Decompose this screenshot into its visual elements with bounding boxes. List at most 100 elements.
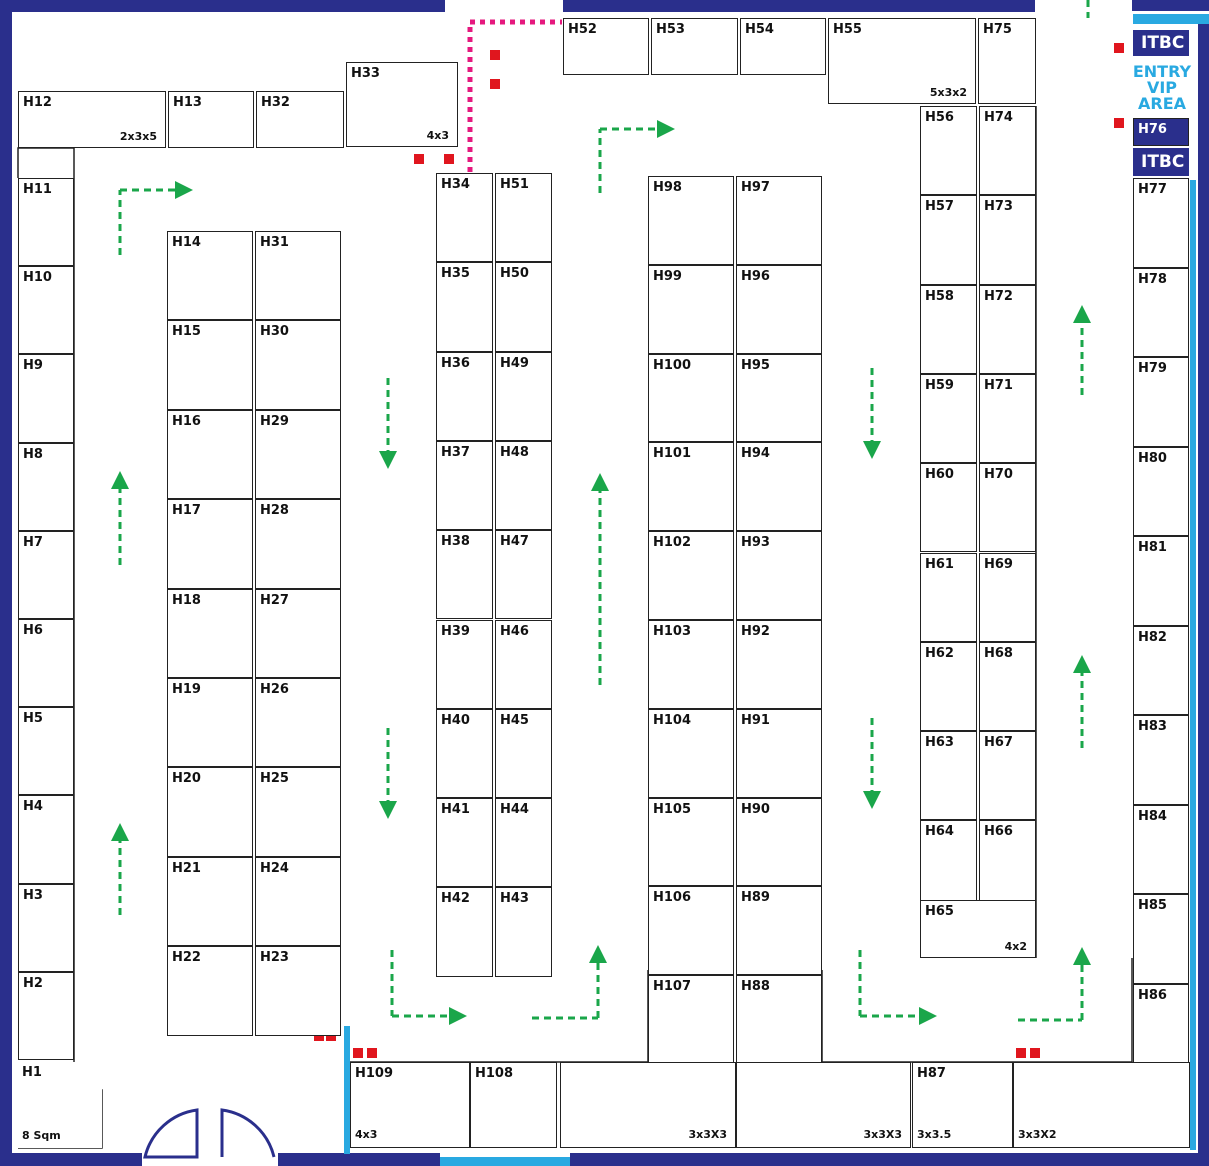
booth-h98[interactable]: H98 — [648, 176, 734, 265]
booth-h92[interactable]: H92 — [736, 620, 822, 709]
booth-h10[interactable]: H10 — [18, 266, 74, 355]
booth-h99[interactable]: H99 — [648, 264, 734, 354]
booth-h38[interactable]: H38 — [436, 530, 493, 620]
booth-h7[interactable]: H7 — [18, 530, 74, 619]
booth-h60[interactable]: H60 — [920, 463, 977, 553]
booth-h21[interactable]: H21 — [167, 856, 253, 947]
booth-h54[interactable]: H54 — [740, 18, 826, 75]
booth-h53[interactable]: H53 — [651, 18, 738, 75]
booth-h62[interactable]: H62 — [920, 641, 977, 732]
booth-h29[interactable]: H29 — [255, 409, 341, 500]
booth-h13[interactable]: H13 — [168, 91, 254, 148]
booth-h20[interactable]: H20 — [167, 767, 253, 857]
booth-h77[interactable]: H77 — [1133, 178, 1189, 268]
booth-h85[interactable]: H85 — [1133, 894, 1189, 984]
booth-h48[interactable]: H48 — [495, 440, 552, 531]
booth-h42[interactable]: H42 — [436, 887, 493, 977]
booth-h75[interactable]: H75 — [978, 18, 1036, 104]
booth-h74[interactable]: H74 — [979, 106, 1036, 196]
booth-h94[interactable]: H94 — [736, 442, 822, 532]
booth-h101[interactable]: H101 — [648, 442, 734, 532]
booth-h86[interactable]: H86 — [1133, 983, 1189, 1073]
booth-h40[interactable]: H40 — [436, 708, 493, 799]
booth-h69[interactable]: H69 — [979, 552, 1036, 642]
booth-h39[interactable]: H39 — [436, 619, 493, 709]
booth-h5[interactable]: H5 — [18, 707, 74, 796]
booth-h41[interactable]: H41 — [436, 798, 493, 888]
booth-h37[interactable]: H37 — [436, 440, 493, 531]
booth-h57[interactable]: H57 — [920, 195, 977, 285]
booth-h27[interactable]: H27 — [255, 588, 341, 678]
booth-h16[interactable]: H16 — [167, 409, 253, 500]
booth-h81[interactable]: H81 — [1133, 536, 1189, 626]
booth-h56[interactable]: H56 — [920, 106, 977, 196]
booth-h50[interactable]: H50 — [495, 262, 552, 352]
booth-h19[interactable]: H19 — [167, 678, 253, 768]
booth-h84[interactable]: H84 — [1133, 804, 1189, 894]
booth-h66[interactable]: H66 — [979, 820, 1036, 910]
booth-h52[interactable]: H52 — [563, 18, 649, 75]
booth-h15[interactable]: H15 — [167, 320, 253, 410]
booth-h67[interactable]: H67 — [979, 731, 1036, 821]
booth-h107[interactable]: H107 — [648, 975, 734, 1064]
booth-h14[interactable]: H14 — [167, 231, 253, 321]
booth-h46[interactable]: H46 — [495, 619, 552, 709]
booth-h25[interactable]: H25 — [255, 767, 341, 857]
booth-h17[interactable]: H17 — [167, 499, 253, 589]
booth-h76[interactable]: H76 — [1133, 118, 1189, 146]
booth-h2[interactable]: H2 — [18, 971, 74, 1060]
booth-h22[interactable]: H22 — [167, 946, 253, 1036]
booth-h23[interactable]: H23 — [255, 946, 341, 1036]
booth-h26[interactable]: H26 — [255, 678, 341, 768]
booth-h24[interactable]: H24 — [255, 856, 341, 947]
booth-h72[interactable]: H72 — [979, 284, 1036, 374]
booth-h36[interactable]: H36 — [436, 351, 493, 441]
booth-h32[interactable]: H32 — [256, 91, 344, 148]
booth-h103[interactable]: H103 — [648, 620, 734, 709]
booth-h79[interactable]: H79 — [1133, 357, 1189, 447]
booth-h93[interactable]: H93 — [736, 531, 822, 620]
booth-h91[interactable]: H91 — [736, 708, 822, 798]
booth-h78[interactable]: H78 — [1133, 267, 1189, 357]
booth-h88[interactable]: H88 — [736, 975, 822, 1064]
booth-h58[interactable]: H58 — [920, 284, 977, 374]
booth-h35[interactable]: H35 — [436, 262, 493, 352]
booth-h47[interactable]: H47 — [495, 530, 552, 620]
booth-h90[interactable]: H90 — [736, 797, 822, 887]
booth-h59[interactable]: H59 — [920, 373, 977, 464]
booth-h31[interactable]: H31 — [255, 231, 341, 321]
booth-h51[interactable]: H51 — [495, 173, 552, 263]
booth-h6[interactable]: H6 — [18, 619, 74, 708]
booth-h80[interactable]: H80 — [1133, 446, 1189, 536]
booth-h64[interactable]: H64 — [920, 820, 977, 910]
booth-h106[interactable]: H106 — [648, 886, 734, 976]
booth-h89[interactable]: H89 — [736, 886, 822, 976]
booth-h82[interactable]: H82 — [1133, 625, 1189, 715]
booth-h102[interactable]: H102 — [648, 531, 734, 620]
booth-h96[interactable]: H96 — [736, 264, 822, 354]
booth-h97[interactable]: H97 — [736, 176, 822, 265]
booth-h44[interactable]: H44 — [495, 798, 552, 888]
booth-h95[interactable]: H95 — [736, 353, 822, 443]
booth-h3[interactable]: H3 — [18, 883, 74, 972]
booth-h43[interactable]: H43 — [495, 887, 552, 977]
booth-h30[interactable]: H30 — [255, 320, 341, 410]
booth-h70[interactable]: H70 — [979, 463, 1036, 553]
booth-h68[interactable]: H68 — [979, 641, 1036, 732]
booth-h49[interactable]: H49 — [495, 351, 552, 441]
booth-h18[interactable]: H18 — [167, 588, 253, 678]
booth-h8[interactable]: H8 — [18, 442, 74, 531]
booth-h104[interactable]: H104 — [648, 708, 734, 798]
booth-h100[interactable]: H100 — [648, 353, 734, 443]
booth-unnamed[interactable]: 3x3X3 — [736, 1062, 911, 1148]
booth-h83[interactable]: H83 — [1133, 715, 1189, 805]
booth-unnamed[interactable]: 3x3X3 — [560, 1062, 736, 1148]
booth-h11[interactable]: H11 — [18, 178, 74, 267]
booth-h34[interactable]: H34 — [436, 173, 493, 263]
